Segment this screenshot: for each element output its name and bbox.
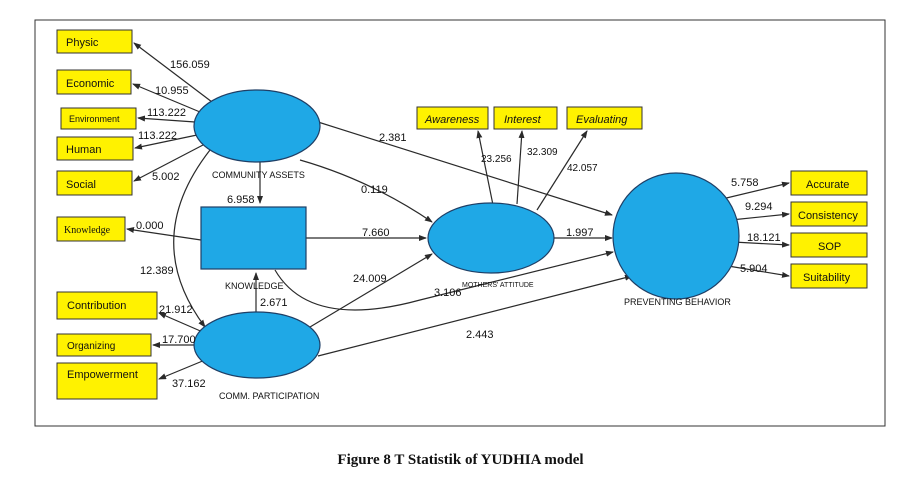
edge-pb-sop — [732, 241, 790, 248]
indicator-label-contribution: Contribution — [67, 300, 126, 312]
latent-label-preventing-behavior: PREVENTING BEHAVIOR — [624, 297, 731, 307]
edge-ca-pb — [317, 121, 613, 216]
tstat-cp-organizing: 17.700 — [162, 334, 196, 346]
edge-pb-accurate — [717, 181, 790, 201]
edge-cp-ma — [309, 253, 433, 328]
edge-pb-suitability — [721, 264, 790, 278]
edge-kn-pb — [274, 250, 614, 311]
indicator-contribution: Contribution — [56, 291, 158, 320]
edge-ca-ma — [299, 159, 433, 223]
tstat-ca-social: 5.002 — [152, 171, 180, 183]
indicator-label-physic: Physic — [66, 37, 99, 49]
indicator-accurate: Accurate — [790, 170, 868, 196]
edge-ca-human — [134, 134, 198, 150]
indicator-suitability: Suitability — [790, 263, 868, 289]
indicator-economic: Economic — [56, 69, 132, 95]
latent-preventing-behavior — [612, 172, 740, 300]
latent-mothers-attitude — [427, 202, 555, 274]
tstat-kn-ma: 7.660 — [362, 227, 390, 239]
tstat-cp-empowerment: 37.162 — [172, 378, 206, 390]
indicator-label-awareness: Awareness — [424, 114, 480, 126]
indicator-label-sop: SOP — [818, 241, 841, 253]
indicator-label-accurate: Accurate — [806, 179, 849, 191]
edge-kn-indicator — [126, 227, 202, 241]
indicator-label-suitability: Suitability — [803, 272, 851, 284]
tstat-cp-ma: 24.009 — [353, 273, 387, 285]
edge-ca-cp — [173, 149, 211, 328]
latent-community-assets — [193, 89, 321, 163]
latent-label-community-assets: COMMUNITY ASSETS — [212, 170, 305, 180]
indicator-social: Social — [56, 170, 133, 196]
tstat-ma-interest: 32.309 — [527, 147, 558, 158]
edge-ca-environment — [137, 115, 196, 123]
indicator-evaluating: Evaluating — [566, 106, 643, 130]
indicator-label-environment: Environment — [69, 114, 120, 124]
edge-pb-consistency — [730, 211, 790, 221]
indicator-knowledge: Knowledge — [56, 216, 126, 242]
tstat-ma-awareness: 23.256 — [481, 154, 512, 165]
latent-comm-participation — [193, 311, 321, 379]
tstat-ca-pb: 2.381 — [379, 132, 407, 144]
latent-label-knowledge: KNOWLEDGE — [225, 281, 284, 291]
edge-cp-empowerment — [158, 359, 206, 380]
indicator-label-empowerment: Empowerment — [67, 369, 138, 381]
tstat-pb-sop: 18.121 — [747, 232, 781, 244]
indicator-awareness: Awareness — [416, 106, 489, 130]
edge-cp-contribution — [158, 312, 206, 334]
figure-caption: Figure 8 T Statistik of YUDHIA model — [337, 452, 584, 468]
tstat-cp-pb: 2.443 — [466, 329, 494, 341]
indicator-label-social: Social — [66, 179, 96, 191]
indicator-empowerment: Empowerment — [56, 362, 158, 400]
indicator-human: Human — [56, 136, 134, 161]
tstat-kn-knowledge: 0.000 — [136, 220, 164, 232]
tstat-cp-contribution: 21.912 — [159, 304, 193, 316]
tstat-ca-environment: 113.222 — [147, 107, 186, 119]
indicator-environment: Environment — [60, 107, 137, 130]
indicator-interest: Interest — [493, 106, 558, 130]
tstat-ma-evaluating: 42.057 — [567, 163, 598, 174]
tstat-ca-kn: 6.958 — [227, 194, 255, 206]
tstat-ca-economic: 10.955 — [155, 85, 189, 97]
tstat-pb-suitability: 5.904 — [740, 263, 768, 275]
tstat-ca-ma: 0.119 — [361, 184, 388, 196]
edge-ma-interest — [516, 130, 525, 205]
tstat-ca-human: 113.222 — [138, 130, 177, 142]
indicator-label-evaluating: Evaluating — [576, 114, 628, 126]
latent-label-mothers-attitude: MOTHERS' ATTITUDE — [462, 282, 534, 289]
latent-label-comm-participation: COMM. PARTICIPATION — [219, 391, 319, 401]
tstat-kn-pb: 3.106 — [434, 287, 462, 299]
indicator-consistency: Consistency — [790, 201, 868, 227]
edge-ca-social — [133, 144, 204, 182]
edge-cp-pb — [317, 274, 633, 357]
indicator-label-consistency: Consistency — [798, 210, 858, 222]
tstat-pb-accurate: 5.758 — [731, 177, 759, 189]
indicator-label-knowledge: Knowledge — [64, 225, 111, 236]
edge-ca-economic — [132, 83, 201, 113]
latent-knowledge — [200, 206, 307, 270]
indicator-label-interest: Interest — [504, 114, 542, 126]
indicator-label-human: Human — [66, 144, 101, 156]
tstat-cp-kn: 2.671 — [260, 297, 288, 309]
edge-ma-evaluating — [536, 130, 588, 211]
edge-ma-awareness — [476, 130, 494, 206]
tstat-ca-cp: 12.389 — [140, 265, 174, 277]
tstat-ca-physic: 156.059 — [170, 59, 210, 71]
indicator-sop: SOP — [790, 232, 868, 258]
indicator-organizing: Organizing — [56, 333, 152, 357]
indicator-physic: Physic — [56, 29, 133, 54]
indicator-label-organizing: Organizing — [67, 341, 115, 352]
indicator-label-economic: Economic — [66, 78, 115, 90]
tstat-pb-consistency: 9.294 — [745, 201, 773, 213]
tstat-ma-pb: 1.997 — [566, 227, 594, 239]
edge-ca-physic — [133, 42, 213, 103]
